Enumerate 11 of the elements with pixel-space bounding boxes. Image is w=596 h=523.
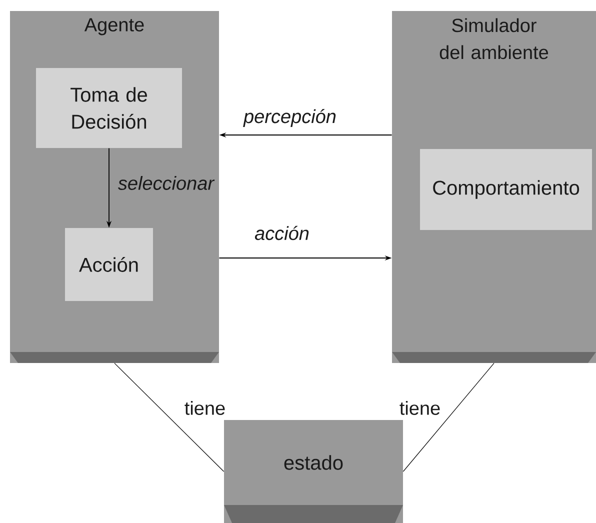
edge-label: percepción (242, 108, 338, 128)
edge-label: acción (254, 224, 310, 242)
edge-label: tiene (183, 400, 227, 416)
process-box: Comportamiento (420, 149, 592, 230)
connector-line (114, 362, 224, 472)
edge-label: tiene (398, 400, 442, 416)
edge-label: seleccionar (116, 175, 216, 191)
process-box: Toma de Decisión (36, 68, 182, 148)
state-box: estado (224, 420, 403, 523)
process-box: Acción (65, 228, 153, 301)
connector-line (402, 362, 494, 472)
